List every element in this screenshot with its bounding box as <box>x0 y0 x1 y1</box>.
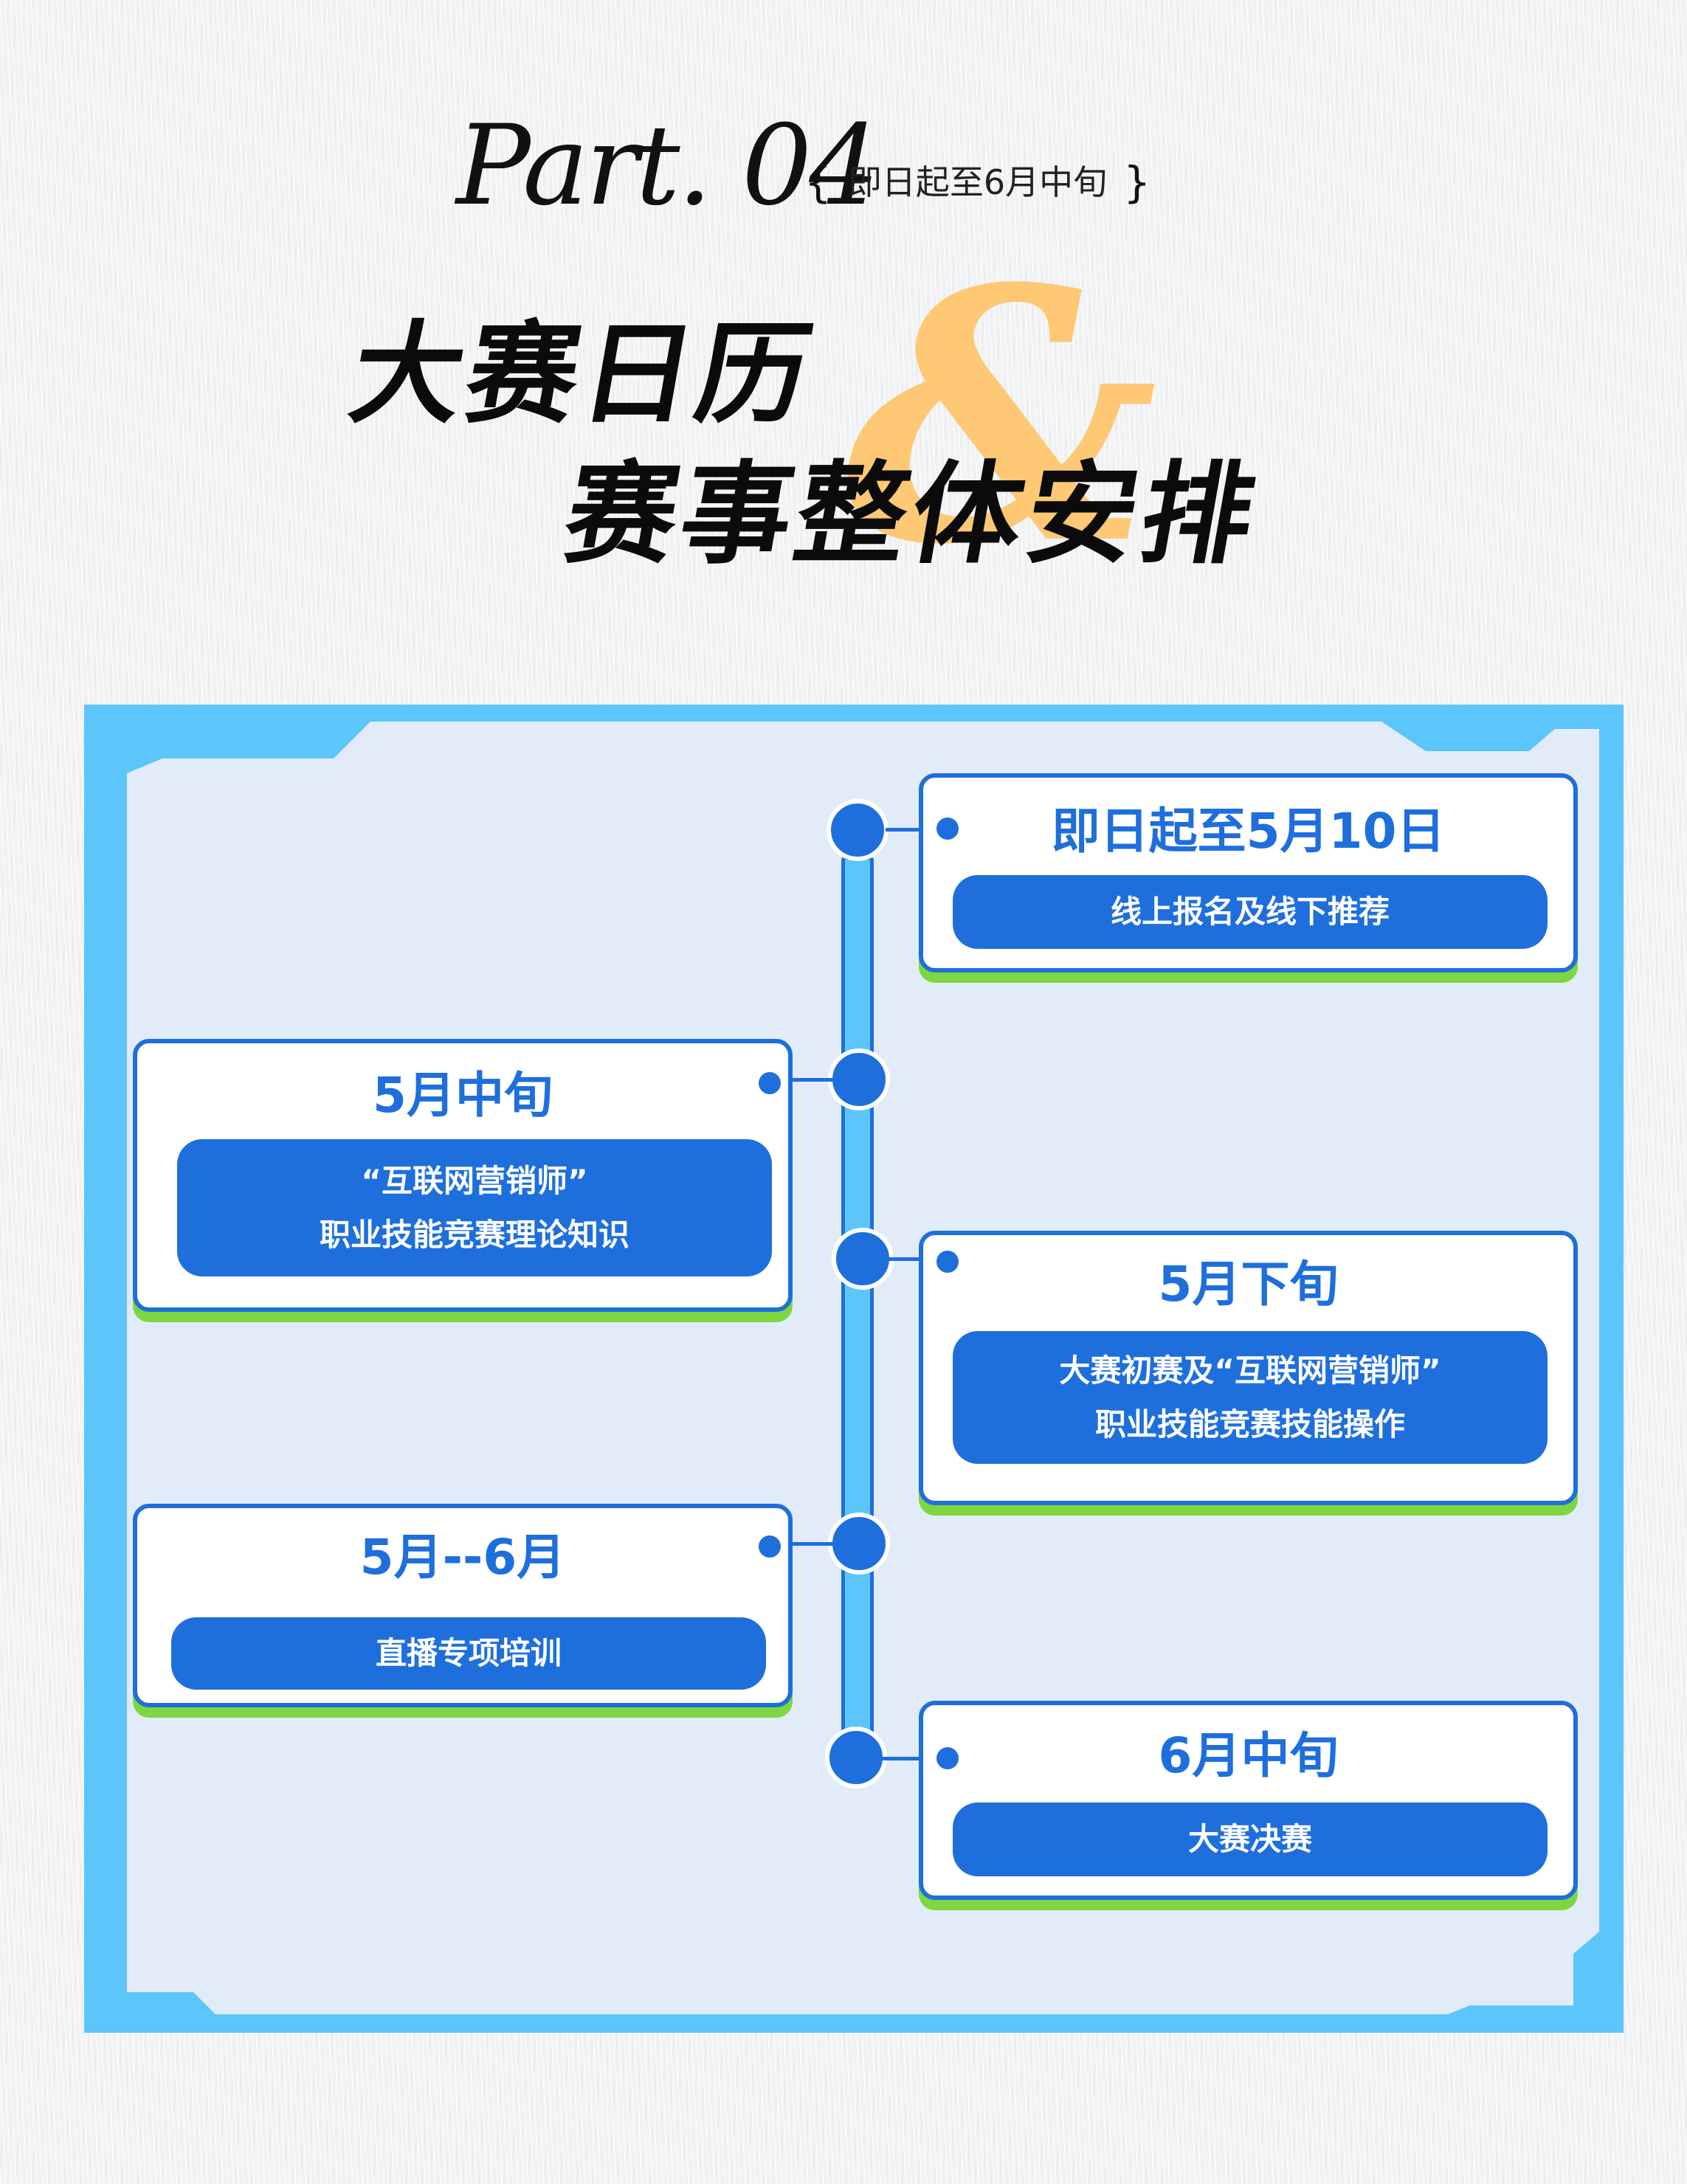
brace-open: { <box>804 157 832 207</box>
ampersand-decoration: & <box>845 213 1159 621</box>
event-desc-3-line-2: 职业技能竞赛技能操作 <box>1094 1406 1405 1442</box>
date-range-label: {即日起至6月中旬} <box>804 161 1150 204</box>
event-desc-1: 线上报名及线下推荐 <box>953 875 1548 949</box>
headline-line-2: 赛事整体安排 <box>555 449 1269 579</box>
event-date-5: 6月中旬 <box>1158 1727 1339 1784</box>
timeline-node-1 <box>827 799 889 861</box>
event-date-3: 5月下旬 <box>1158 1256 1339 1313</box>
card-dot-1 <box>934 815 962 843</box>
event-desc-3: 大赛初赛及“互联网营销师” 职业技能竞赛技能操作 <box>953 1331 1548 1464</box>
card-dot-3 <box>934 1248 962 1276</box>
event-card-2: 5月中旬 “互联网营销师” 职业技能竞赛理论知识 <box>133 1039 793 1312</box>
timeline-node-4 <box>828 1513 890 1575</box>
event-desc-5-line-1: 大赛决赛 <box>1187 1821 1312 1858</box>
connector-2 <box>767 1078 834 1082</box>
event-date-1: 即日起至5月10日 <box>1051 803 1446 860</box>
event-card-3: 5月下旬 大赛初赛及“互联网营销师” 职业技能竞赛技能操作 <box>919 1231 1578 1505</box>
connector-1 <box>886 828 945 832</box>
card-dot-2 <box>756 1069 784 1097</box>
part-title: Part. 04 <box>456 102 880 230</box>
card-dot-5 <box>934 1744 962 1772</box>
event-desc-2: “互联网营销师” 职业技能竞赛理论知识 <box>177 1139 772 1276</box>
date-range-text: 即日起至6月中旬 <box>847 162 1108 202</box>
event-desc-1-line-1: 线上报名及线下推荐 <box>1110 894 1390 930</box>
event-desc-3-line-1: 大赛初赛及“互联网营销师” <box>1059 1352 1441 1389</box>
brace-close: } <box>1123 157 1151 207</box>
headline-line-1: 大赛日历 <box>341 309 825 439</box>
connector-3 <box>886 1257 945 1261</box>
event-desc-5: 大赛决赛 <box>953 1803 1548 1876</box>
timeline-node-3 <box>832 1228 894 1290</box>
timeline-spine <box>841 856 874 1763</box>
event-desc-4-line-1: 直播专项培训 <box>375 1635 562 1672</box>
event-desc-2-line-1: “互联网营销师” <box>361 1162 588 1199</box>
event-card-4: 5月--6月 直播专项培训 <box>133 1504 793 1707</box>
connector-5 <box>882 1757 945 1760</box>
event-desc-4: 直播专项培训 <box>171 1617 766 1690</box>
event-date-4: 5月--6月 <box>359 1529 566 1586</box>
timeline-node-5 <box>825 1727 887 1789</box>
event-desc-2-line-2: 职业技能竞赛理论知识 <box>319 1217 629 1253</box>
event-date-2: 5月中旬 <box>373 1067 553 1124</box>
timeline-node-2 <box>828 1048 890 1110</box>
card-dot-4 <box>756 1532 784 1561</box>
event-card-5: 6月中旬 大赛决赛 <box>919 1701 1578 1900</box>
event-card-1: 即日起至5月10日 线上报名及线下推荐 <box>919 773 1578 972</box>
connector-4 <box>767 1542 834 1546</box>
